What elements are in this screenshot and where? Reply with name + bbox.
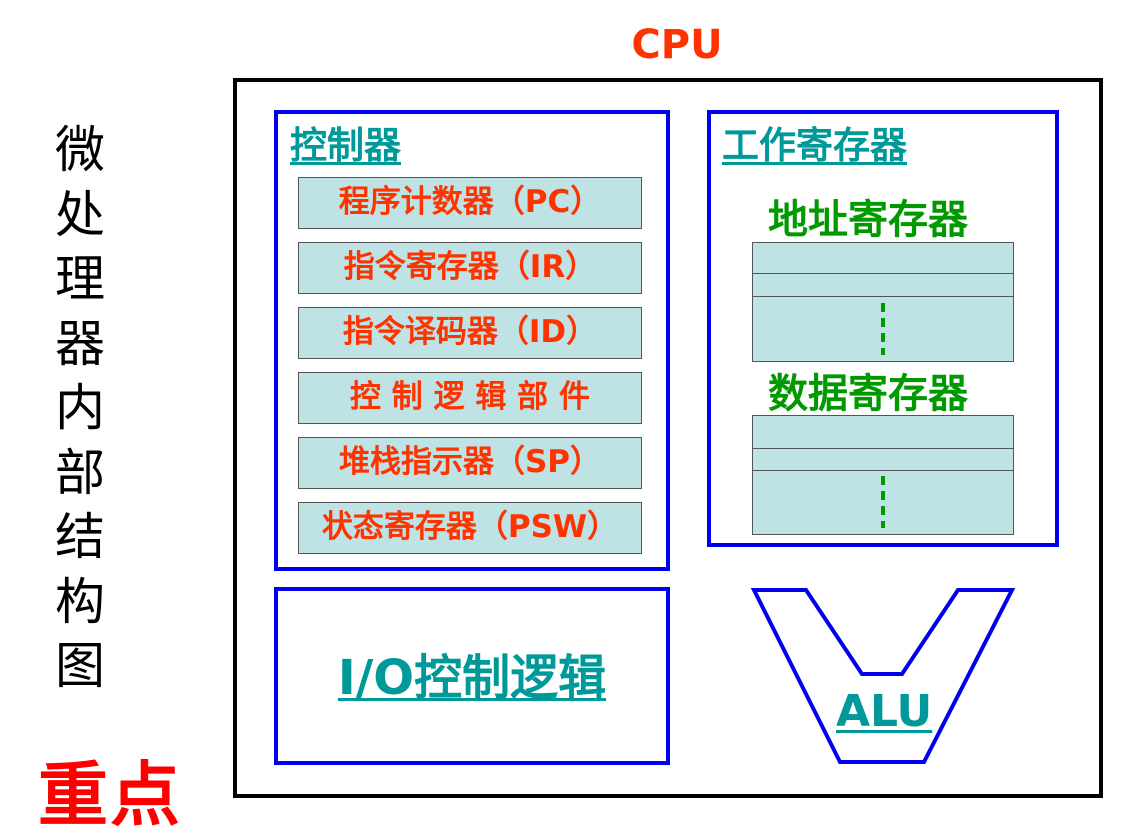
control-logic-unit: 控 制 逻 辑 部 件	[298, 372, 642, 424]
address-register-cell	[753, 274, 1013, 297]
register-ir: 指令寄存器（IR）	[298, 242, 642, 294]
data-register-stack	[752, 415, 1014, 535]
vertical-title-char: 器	[55, 314, 105, 373]
data-register-cell	[753, 449, 1013, 471]
alu-label: ALU	[836, 686, 933, 737]
register-id: 指令译码器（ID）	[298, 307, 642, 359]
vertical-title-char: 微	[55, 121, 105, 179]
vertical-title-char: 内	[55, 379, 105, 437]
vertical-title-char: 构	[55, 572, 105, 631]
address-register-stack	[752, 242, 1014, 362]
controller-title: 控制器	[290, 124, 401, 167]
io-control-box	[274, 587, 670, 765]
working-registers-box	[707, 110, 1059, 547]
cpu-title: CPU	[631, 22, 723, 68]
data-register-cell	[753, 416, 1013, 449]
register-pc: 程序计数器（PC）	[298, 177, 642, 229]
register-sp: 堆栈指示器（SP）	[298, 437, 642, 489]
vertical-title-char: 部	[55, 443, 105, 502]
data-register-label: 数据寄存器	[768, 371, 968, 417]
controller-box	[274, 110, 670, 571]
address-register-cell	[753, 243, 1013, 274]
ellipsis-dash	[881, 303, 885, 355]
vertical-title-char: 图	[55, 637, 105, 695]
alu-shape	[750, 588, 1016, 764]
cpu-frame	[233, 78, 1103, 798]
vertical-title-char: 理	[55, 250, 105, 308]
working-registers-title: 工作寄存器	[722, 124, 907, 167]
vertical-title: 微 处 理 器 内 部 结 构 图	[40, 118, 120, 699]
key-point-label: 重点	[38, 754, 182, 836]
register-psw: 状态寄存器（PSW）	[298, 502, 642, 554]
vertical-title-char: 处	[55, 185, 105, 244]
address-register-label: 地址寄存器	[768, 197, 968, 243]
ellipsis-dash	[881, 476, 885, 528]
io-control-title: I/O控制逻辑	[337, 650, 607, 706]
vertical-title-char: 结	[55, 508, 105, 566]
